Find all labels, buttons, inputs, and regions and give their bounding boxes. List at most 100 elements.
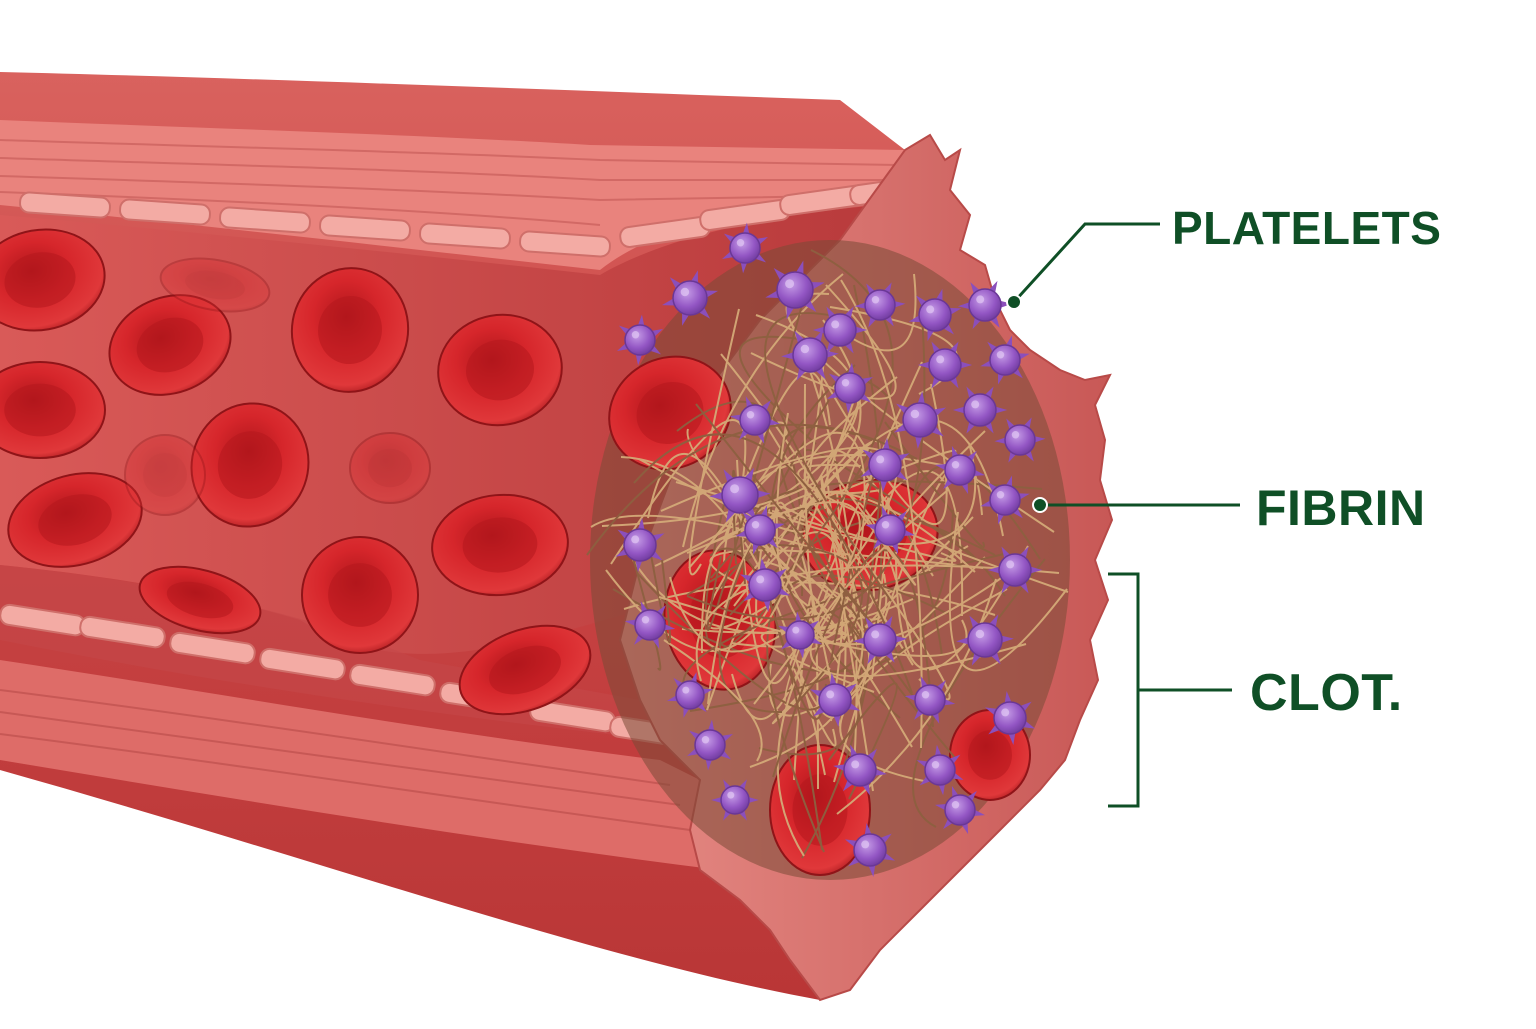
platelet	[893, 391, 947, 449]
platelet	[722, 222, 768, 274]
platelet	[917, 341, 973, 389]
fibrin-strand	[707, 491, 976, 705]
fibrin-strand	[895, 545, 1029, 671]
endothelial-cell	[219, 206, 311, 234]
label-fibrin: FIBRIN	[1256, 480, 1426, 536]
endothelial-cell	[419, 222, 511, 250]
platelet	[852, 615, 908, 665]
platelet	[935, 445, 985, 495]
fibrin-strand	[792, 666, 837, 747]
platelet	[984, 691, 1036, 745]
fibrin-strand	[803, 376, 898, 495]
fibrin-leader-dot	[1032, 497, 1048, 513]
fibrin-strand	[758, 526, 863, 756]
platelet	[952, 386, 1008, 434]
platelet	[957, 280, 1013, 330]
platelet	[854, 282, 906, 328]
vessel-bottom-wall-layers	[0, 660, 720, 870]
fibrin-strand	[801, 284, 883, 859]
fibrin-strand	[839, 470, 964, 617]
platelet	[865, 505, 915, 555]
red-blood-cell	[437, 313, 563, 427]
platelet	[661, 270, 719, 326]
fibrin-strand	[809, 488, 1027, 678]
fibrin-strand	[948, 511, 1068, 672]
fibrin-strand	[663, 639, 763, 762]
platelet	[980, 475, 1030, 525]
endothelial-cell	[319, 214, 411, 242]
label-platelets: PLATELETS	[1172, 202, 1442, 254]
endothelial-cell	[19, 191, 111, 219]
endothelial-cell	[169, 631, 256, 665]
endothelial-cell	[259, 647, 346, 681]
platelets-leader	[1012, 222, 1160, 304]
red-blood-cell	[301, 536, 419, 654]
endothelial-cell	[119, 198, 211, 226]
fibrin-strand	[775, 412, 1026, 646]
fibrin-strand	[713, 431, 866, 561]
fibrin-strand	[767, 442, 977, 546]
label-clot: CLOT.	[1250, 664, 1403, 722]
platelet	[666, 672, 714, 718]
platelet	[987, 546, 1043, 594]
platelet	[709, 467, 771, 523]
platelet	[994, 417, 1046, 463]
fibrin-strand	[686, 428, 833, 617]
fibrin-strand	[820, 475, 874, 792]
fibrin-strand	[779, 426, 929, 717]
fibrin-strand	[682, 553, 1005, 690]
vessel-top-wall-layers	[0, 120, 905, 270]
fibrin-strand	[828, 682, 898, 800]
platelet	[735, 505, 785, 555]
red-blood-cells	[0, 228, 592, 716]
leader-lines	[1006, 222, 1240, 808]
platelet	[615, 517, 665, 573]
red-blood-cell	[138, 565, 262, 635]
fibrin-strand	[738, 335, 818, 445]
fibrin-strand	[832, 471, 917, 586]
platelet	[624, 601, 676, 649]
platelet	[844, 823, 896, 877]
fibrin-strand	[718, 399, 830, 714]
red-blood-cell	[0, 228, 106, 332]
fibrin-strand	[695, 403, 873, 625]
clot-bracket	[1108, 572, 1140, 808]
platelet	[739, 558, 791, 612]
platelets-leader-dot	[1006, 294, 1022, 310]
red-blood-cell	[349, 432, 431, 504]
fibrin-strand	[586, 423, 918, 556]
fibrin-strand	[736, 459, 803, 684]
platelet	[812, 306, 868, 354]
fibrin-strand	[749, 465, 864, 768]
fibrin-strand	[682, 273, 844, 548]
fibrin-strand	[912, 558, 1046, 828]
fibrin-strand	[840, 279, 923, 749]
platelet	[781, 329, 839, 381]
platelet	[617, 314, 663, 366]
red-blood-cell	[190, 402, 310, 528]
platelet	[827, 362, 873, 414]
red-blood-cell	[124, 434, 206, 516]
platelet	[687, 719, 733, 771]
fibrin-strand	[768, 556, 986, 717]
endothelial-cell	[79, 615, 166, 649]
platelet	[916, 744, 964, 796]
red-blood-cell	[108, 294, 232, 396]
endothelium-top	[19, 173, 941, 258]
platelet	[778, 611, 822, 659]
platelet	[980, 335, 1030, 385]
platelet	[833, 744, 887, 796]
fibrin-strand	[648, 543, 672, 643]
platelet	[729, 396, 781, 444]
endothelial-cell	[349, 663, 436, 697]
platelet	[711, 779, 759, 821]
platelet	[956, 614, 1014, 666]
fibrin-strand	[723, 454, 978, 564]
red-blood-cell	[159, 257, 271, 313]
red-blood-cell	[290, 267, 410, 393]
fibrin-strand	[797, 463, 1069, 593]
red-blood-cell	[7, 472, 143, 568]
platelet	[935, 785, 985, 835]
fibrin-strand	[776, 430, 986, 857]
